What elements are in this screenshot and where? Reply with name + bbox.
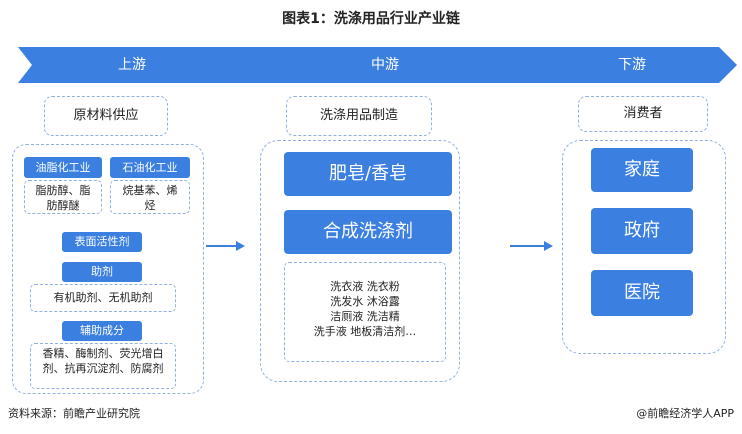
oil-chem-items: 脂肪醇、脂肪醇醚 bbox=[24, 180, 102, 214]
midstream-heading: 洗涤用品制造 bbox=[286, 96, 432, 136]
oil-chem-label: 油脂化工业 bbox=[24, 157, 102, 178]
product-line: 洗衣液 洗衣粉 bbox=[330, 280, 400, 293]
additive-label: 助剂 bbox=[62, 262, 142, 282]
product-line: 洗手液 地板清洁剂… bbox=[313, 325, 417, 338]
banner-downstream: 下游 bbox=[527, 47, 737, 83]
upstream-heading: 原材料供应 bbox=[44, 96, 168, 136]
product-line: 洗发水 沐浴露 bbox=[330, 295, 400, 308]
downstream-heading: 消费者 bbox=[578, 96, 708, 132]
banner-midstream-label: 中游 bbox=[371, 57, 399, 73]
chevron-arrow-icon bbox=[527, 47, 737, 83]
consumer-hospital: 医院 bbox=[591, 270, 693, 316]
chevron-arrow-icon bbox=[18, 47, 246, 83]
auxiliary-label: 辅助成分 bbox=[62, 321, 142, 341]
chevron-arrow-icon bbox=[224, 47, 546, 83]
detergent-box: 合成洗涤剂 bbox=[284, 210, 452, 254]
source-text: 资料来源：前瞻产业研究院 bbox=[8, 407, 140, 420]
banner-upstream-label: 上游 bbox=[118, 57, 146, 73]
product-line: 洁厕液 洗洁精 bbox=[330, 310, 400, 323]
consumer-home: 家庭 bbox=[591, 148, 693, 192]
consumer-government: 政府 bbox=[591, 208, 693, 254]
surfactant-label: 表面活性剂 bbox=[62, 232, 142, 252]
soap-box: 肥皂/香皂 bbox=[284, 152, 452, 196]
products-box: 洗衣液 洗衣粉 洗发水 沐浴露 洁厕液 洗洁精 洗手液 地板清洁剂… bbox=[284, 262, 446, 362]
banner-upstream: 上游 bbox=[18, 47, 246, 83]
banner-downstream-label: 下游 bbox=[618, 57, 646, 73]
arrow-right-icon bbox=[510, 241, 553, 251]
petro-chem-label: 石油化工业 bbox=[110, 157, 190, 178]
petro-chem-items: 烷基苯、烯烃 bbox=[110, 180, 190, 214]
banner-midstream: 中游 bbox=[224, 47, 546, 83]
arrow-right-icon bbox=[206, 241, 245, 251]
auxiliary-items: 香精、酶制剂、荧光增白剂、抗再沉淀剂、防腐剂 bbox=[30, 343, 176, 389]
additive-items: 有机助剂、无机助剂 bbox=[30, 284, 176, 312]
page-title: 图表1：洗涤用品行业产业链 bbox=[282, 11, 460, 27]
brand-text: @前瞻经济学人APP bbox=[636, 407, 734, 420]
